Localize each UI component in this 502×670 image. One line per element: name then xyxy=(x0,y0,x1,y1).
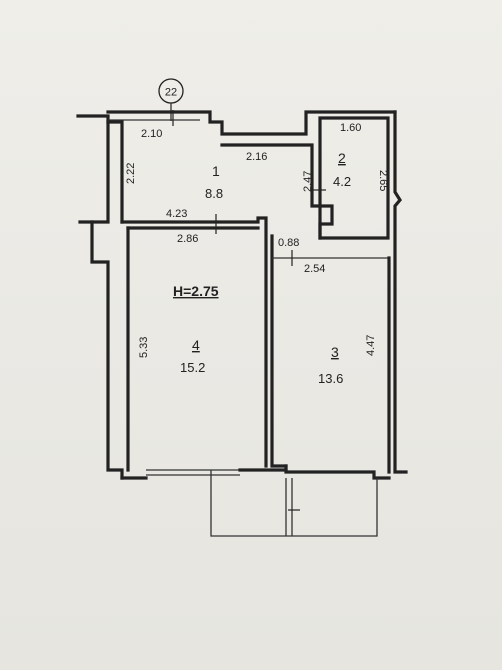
room-area: 4.2 xyxy=(333,174,351,189)
room-area: 8.8 xyxy=(205,186,223,201)
dim-label: 5.33 xyxy=(138,337,150,358)
wall-room1-left xyxy=(106,120,124,224)
dim-label: 1.60 xyxy=(340,122,361,134)
wall-top-left xyxy=(76,114,110,224)
wall-left xyxy=(90,220,124,480)
dim-label: 2.65 xyxy=(377,170,389,191)
door-marks xyxy=(172,110,326,511)
wall-right xyxy=(393,110,408,474)
dim-label: 2.10 xyxy=(141,128,162,140)
dim-label: 2.54 xyxy=(304,263,325,275)
room-number: 2 xyxy=(338,150,346,166)
dim-label: 0.88 xyxy=(278,237,299,249)
room-number: 4 xyxy=(192,337,200,353)
wall-top xyxy=(106,110,397,136)
room-labels: 1 8.8 2 4.2 3 13.6 4 15.2 H=2.75 xyxy=(173,150,351,386)
room-area: 15.2 xyxy=(180,360,205,375)
room-number: 1 xyxy=(212,163,220,179)
wall-room1-right xyxy=(220,143,334,240)
dim-label: 2.16 xyxy=(246,151,267,163)
wall-room4 xyxy=(120,216,268,468)
dim-label: 2.47 xyxy=(302,171,314,192)
dimension-labels: 2.10 2.22 2.16 1.60 2.47 2.65 4.23 2.86 … xyxy=(125,122,389,358)
ceiling-height-label: H=2.75 xyxy=(173,283,219,299)
unit-marker-number: 22 xyxy=(165,87,177,99)
dim-label: 2.86 xyxy=(177,233,198,245)
room-number: 3 xyxy=(331,344,339,360)
wall-bottom-right xyxy=(284,464,391,480)
dim-label: 4.47 xyxy=(365,335,377,356)
wall-room3 xyxy=(270,234,288,468)
dim-label: 4.23 xyxy=(166,208,187,220)
dim-label: 2.22 xyxy=(125,163,137,184)
room-area: 13.6 xyxy=(318,371,343,386)
walls xyxy=(76,110,408,537)
unit-marker: 22 xyxy=(158,78,184,121)
wall-room2 xyxy=(318,116,390,240)
loggia-outline xyxy=(210,470,378,537)
